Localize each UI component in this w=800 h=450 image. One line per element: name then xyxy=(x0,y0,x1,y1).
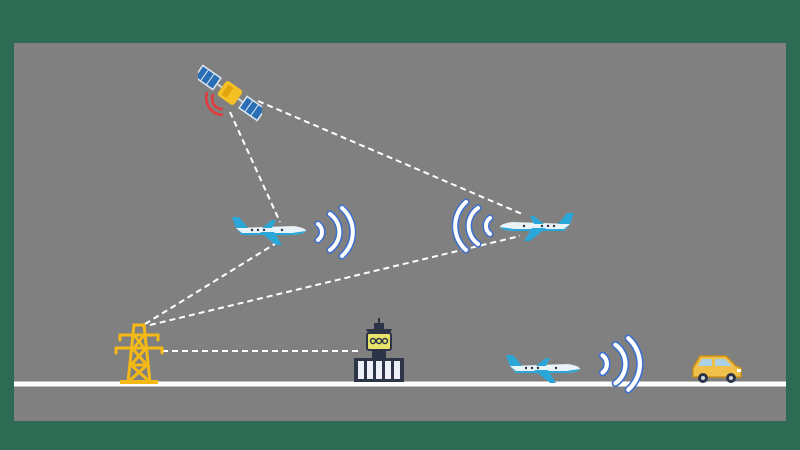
signal-waves-icon xyxy=(598,334,644,394)
signal-waves-icon xyxy=(451,198,494,254)
transmission-tower-icon xyxy=(114,323,164,384)
air-traffic-control-tower-icon xyxy=(354,318,404,382)
link-satellite-to-aircraft-left xyxy=(229,111,281,223)
airplane-icon xyxy=(232,217,306,245)
car-icon xyxy=(692,355,742,383)
airplane-icon xyxy=(506,355,580,383)
link-radio-tower-to-aircraft-left xyxy=(144,241,279,325)
link-lines xyxy=(144,100,523,352)
link-radio-tower-to-aircraft-right xyxy=(149,235,521,326)
satellite-icon xyxy=(198,64,262,122)
signal-waves-icon xyxy=(314,204,357,260)
link-satellite-to-aircraft-right xyxy=(257,100,523,215)
airplane-icon xyxy=(500,213,574,241)
